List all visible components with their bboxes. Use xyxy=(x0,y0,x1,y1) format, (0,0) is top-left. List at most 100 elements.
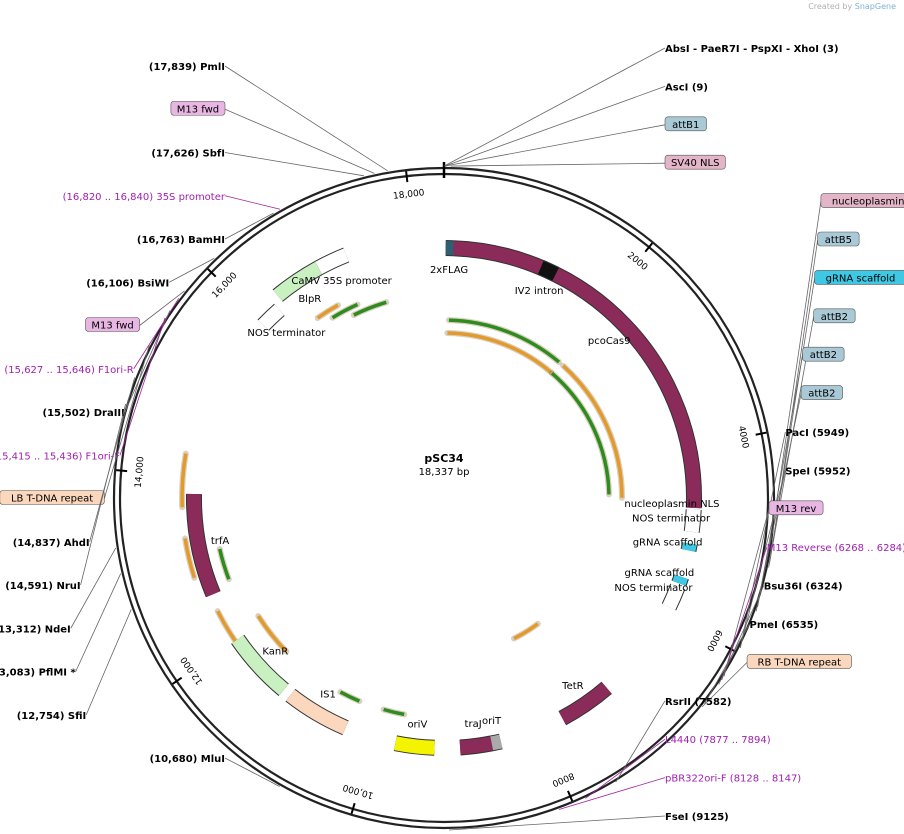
label-box xyxy=(768,500,824,516)
leader-line xyxy=(224,195,281,210)
label-text: pBR322ori-F (8128 .. 8147) xyxy=(665,774,801,785)
site-label: (12,754) SfiI xyxy=(17,711,87,722)
tick-mark xyxy=(172,676,183,685)
label-text: nucleoplasmin NLS xyxy=(832,197,904,208)
leader-line xyxy=(721,547,768,680)
label-text: M13 fwd xyxy=(177,104,219,115)
tick-label: 4000 xyxy=(736,425,750,450)
site-label: (16,763) BamHI xyxy=(137,235,225,246)
feature-label: IV2 intron xyxy=(515,286,564,297)
backbone-circle xyxy=(112,162,776,830)
site-label: (14,591) NruI xyxy=(5,581,80,592)
leader-line xyxy=(85,609,132,715)
tick-mark xyxy=(405,171,409,183)
feature-arrow xyxy=(273,261,323,302)
feature-label: gRNA scaffold xyxy=(633,538,703,549)
site-label: (15,415 .. 15,436) F1ori-F xyxy=(0,451,120,462)
label-text: attB1 xyxy=(672,120,699,131)
feature-label: BlpR xyxy=(298,294,321,305)
site-label: (17,839) PmlI xyxy=(149,62,225,73)
feature-arrow xyxy=(186,493,220,597)
label-text: M13 Reverse (6268 .. 6284) xyxy=(767,543,904,554)
leader-line xyxy=(119,317,166,456)
tick-label: 6000 xyxy=(704,628,724,653)
leader-line xyxy=(448,815,666,831)
feature-label: KanR xyxy=(262,646,288,657)
feature-arrow xyxy=(538,261,559,281)
site-label: pBR322ori-F (8128 .. 8147) xyxy=(665,774,801,785)
leader-line xyxy=(739,431,786,648)
feature-arrow xyxy=(394,736,435,755)
leader-line xyxy=(757,355,804,608)
leader-line xyxy=(169,258,215,283)
label-text: SpeI (5952) xyxy=(785,466,850,477)
label-box xyxy=(746,654,852,669)
label-text: (13,083) PflMI * xyxy=(0,668,76,679)
leader-line xyxy=(444,86,666,167)
label-box xyxy=(85,317,140,332)
feature-label: oriT xyxy=(482,716,502,727)
label-text: attB2 xyxy=(808,389,835,400)
label-box xyxy=(820,193,904,208)
site-label: attB2 xyxy=(800,385,843,400)
label-text: (15,627 .. 15,646) F1ori-R xyxy=(4,365,133,376)
label-text: SV40 NLS xyxy=(671,158,720,169)
tick-label: 8000 xyxy=(550,770,575,788)
label-text: AbsI - PaeR7I - PspXI - XhoI (3) xyxy=(665,44,839,55)
primer-track xyxy=(331,302,359,320)
label-text: (17,839) PmlI xyxy=(149,62,225,73)
leader-line xyxy=(445,124,666,167)
site-label: SV40 NLS xyxy=(664,154,726,170)
leader-line xyxy=(103,344,150,499)
label-box xyxy=(817,231,860,247)
feature-arrow xyxy=(231,635,289,696)
label-text: (12,754) SfiI xyxy=(17,711,87,722)
tick-label: 12,000 xyxy=(179,654,205,686)
leader-line xyxy=(701,662,748,708)
feature-label: 2xFLAG xyxy=(430,265,468,276)
tick-mark xyxy=(724,645,736,653)
tick-mark xyxy=(116,469,128,473)
feature-label: CaMV 35S promoter xyxy=(291,276,392,287)
label-text: PacI (5949) xyxy=(785,428,849,439)
label-text: (15,502) DraIII xyxy=(43,408,125,419)
site-label: M13 Reverse (6268 .. 6284) xyxy=(767,543,904,554)
leader-line xyxy=(224,152,364,177)
primer-track xyxy=(256,615,288,653)
label-box xyxy=(813,308,856,324)
primer-track xyxy=(561,364,624,498)
plasmid-name: pSC34 xyxy=(424,452,464,465)
feature-label: NOS terminator xyxy=(247,328,326,339)
leader-line xyxy=(775,201,822,507)
leader-line xyxy=(133,298,180,369)
leader-line xyxy=(585,738,666,799)
label-text: attB2 xyxy=(810,350,837,361)
site-label: AscI (9) xyxy=(665,82,708,93)
leader-line xyxy=(723,508,770,677)
label-text: (16,106) BsiWI xyxy=(86,278,169,289)
site-label: RsrII (7582) xyxy=(665,697,731,708)
label-text: (16,763) BamHI xyxy=(137,235,225,246)
tick-label: 2000 xyxy=(625,251,649,273)
leader-line xyxy=(704,623,750,704)
tick-mark xyxy=(350,802,356,815)
leader-line xyxy=(224,212,274,240)
leader-line xyxy=(224,757,280,787)
label-text: (13,312) NdeI xyxy=(0,624,71,635)
leader-line xyxy=(139,290,185,326)
site-label: attB2 xyxy=(813,308,856,324)
tick-mark xyxy=(644,242,654,253)
site-label: M13 fwd xyxy=(170,100,226,116)
label-text: (10,680) MluI xyxy=(150,754,225,765)
feature-arrow xyxy=(315,248,349,275)
site-label: M13 fwd xyxy=(85,317,140,332)
label-text: AscI (9) xyxy=(665,82,708,93)
feature-label: oriV xyxy=(407,719,427,730)
site-label: (14,837) AhdI xyxy=(13,538,90,549)
feature-arrow xyxy=(681,542,697,552)
site-label: (16,820 .. 16,840) 35S promoter xyxy=(63,192,226,203)
site-label: attB5 xyxy=(817,231,860,247)
feature-arrow xyxy=(558,682,612,725)
label-text: attB2 xyxy=(821,312,848,323)
